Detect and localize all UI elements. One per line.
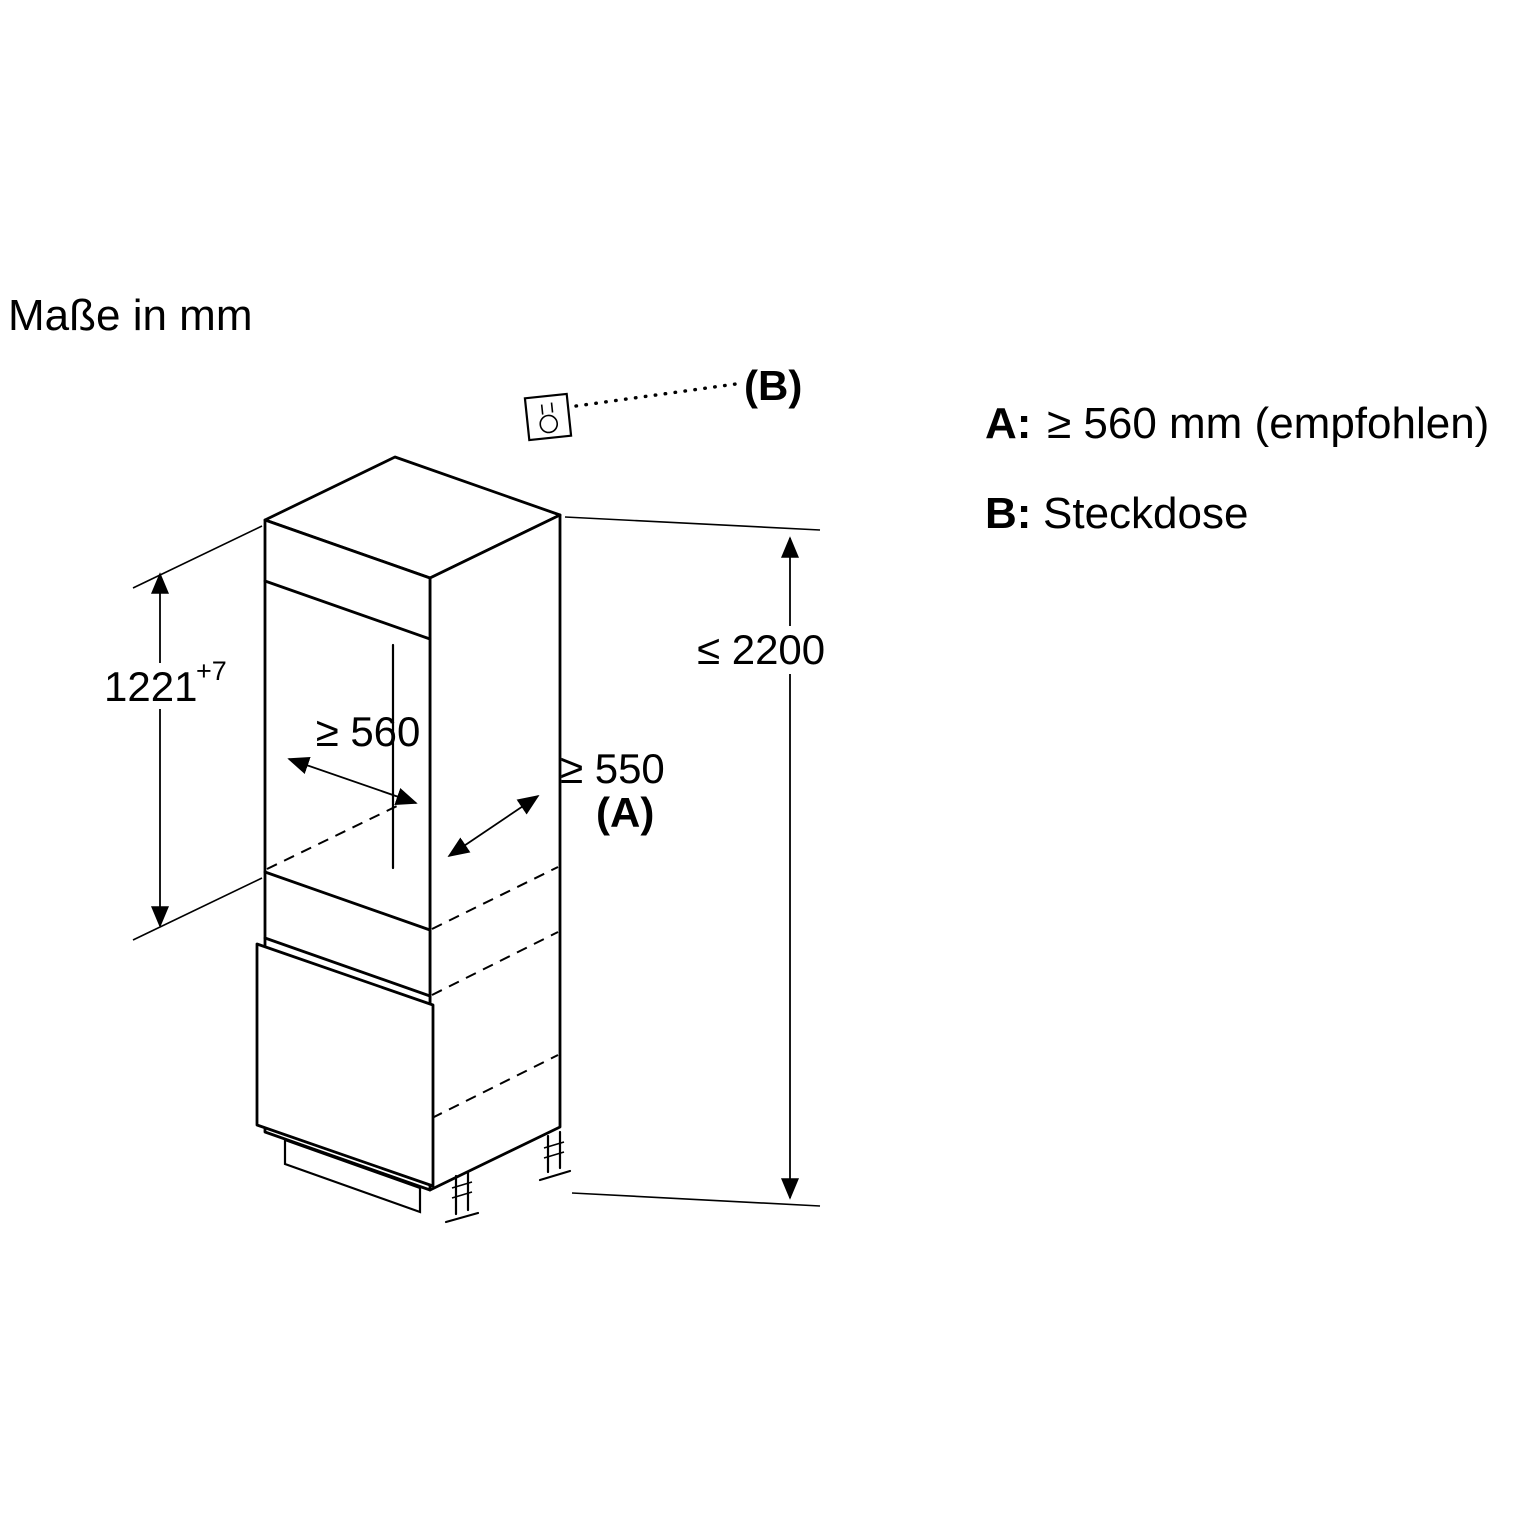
socket-ref-label: (B)	[744, 362, 802, 409]
top-rail-edge	[263, 579, 432, 641]
legend-a-key: A:	[985, 399, 1031, 448]
plinth	[283, 1138, 422, 1214]
adjustable-foot-front	[444, 1170, 480, 1224]
cabinet-side-face	[428, 513, 562, 1192]
units-note: Maße in mm	[8, 291, 252, 340]
legend-b-value: Steckdose	[1043, 489, 1248, 538]
socket-leader-line	[574, 382, 738, 408]
niche-width-value: ≥ 560	[316, 708, 421, 755]
deck-front-edge	[263, 936, 432, 998]
dimension-niche-depth: ≥ 550 (A)	[447, 745, 665, 858]
total-height-value: ≤ 2200	[697, 626, 825, 673]
niche-floor-hidden-edge	[266, 805, 398, 870]
dimension-niche-width: ≥ 560	[287, 708, 421, 806]
niche-depth-ref-label: (A)	[596, 789, 654, 836]
adjustable-foot-rear	[538, 1130, 572, 1182]
legend-a-value: ≥ 560 mm (empfohlen)	[1047, 399, 1489, 448]
niche-height-value: 1221	[104, 663, 197, 710]
socket-icon	[523, 392, 573, 442]
deck-hidden-edge	[431, 931, 559, 996]
dimension-total-height: ≤ 2200	[564, 516, 871, 1207]
cabinet-drawing	[255, 455, 572, 1224]
niche-depth-value: ≥ 550	[560, 745, 665, 792]
lower-door	[255, 942, 435, 1188]
niche-floor-front-edge	[263, 870, 432, 932]
shelf-hidden-edge	[431, 866, 559, 930]
dimension-niche-height: 1221 +7	[96, 525, 263, 941]
base-hidden-edge	[431, 1054, 559, 1119]
socket-callout: (B)	[523, 362, 802, 442]
legend: A: ≥ 560 mm (empfohlen) B: Steckdose	[985, 399, 1489, 538]
legend-b-key: B:	[985, 489, 1031, 538]
niche-height-tolerance: +7	[196, 656, 227, 686]
